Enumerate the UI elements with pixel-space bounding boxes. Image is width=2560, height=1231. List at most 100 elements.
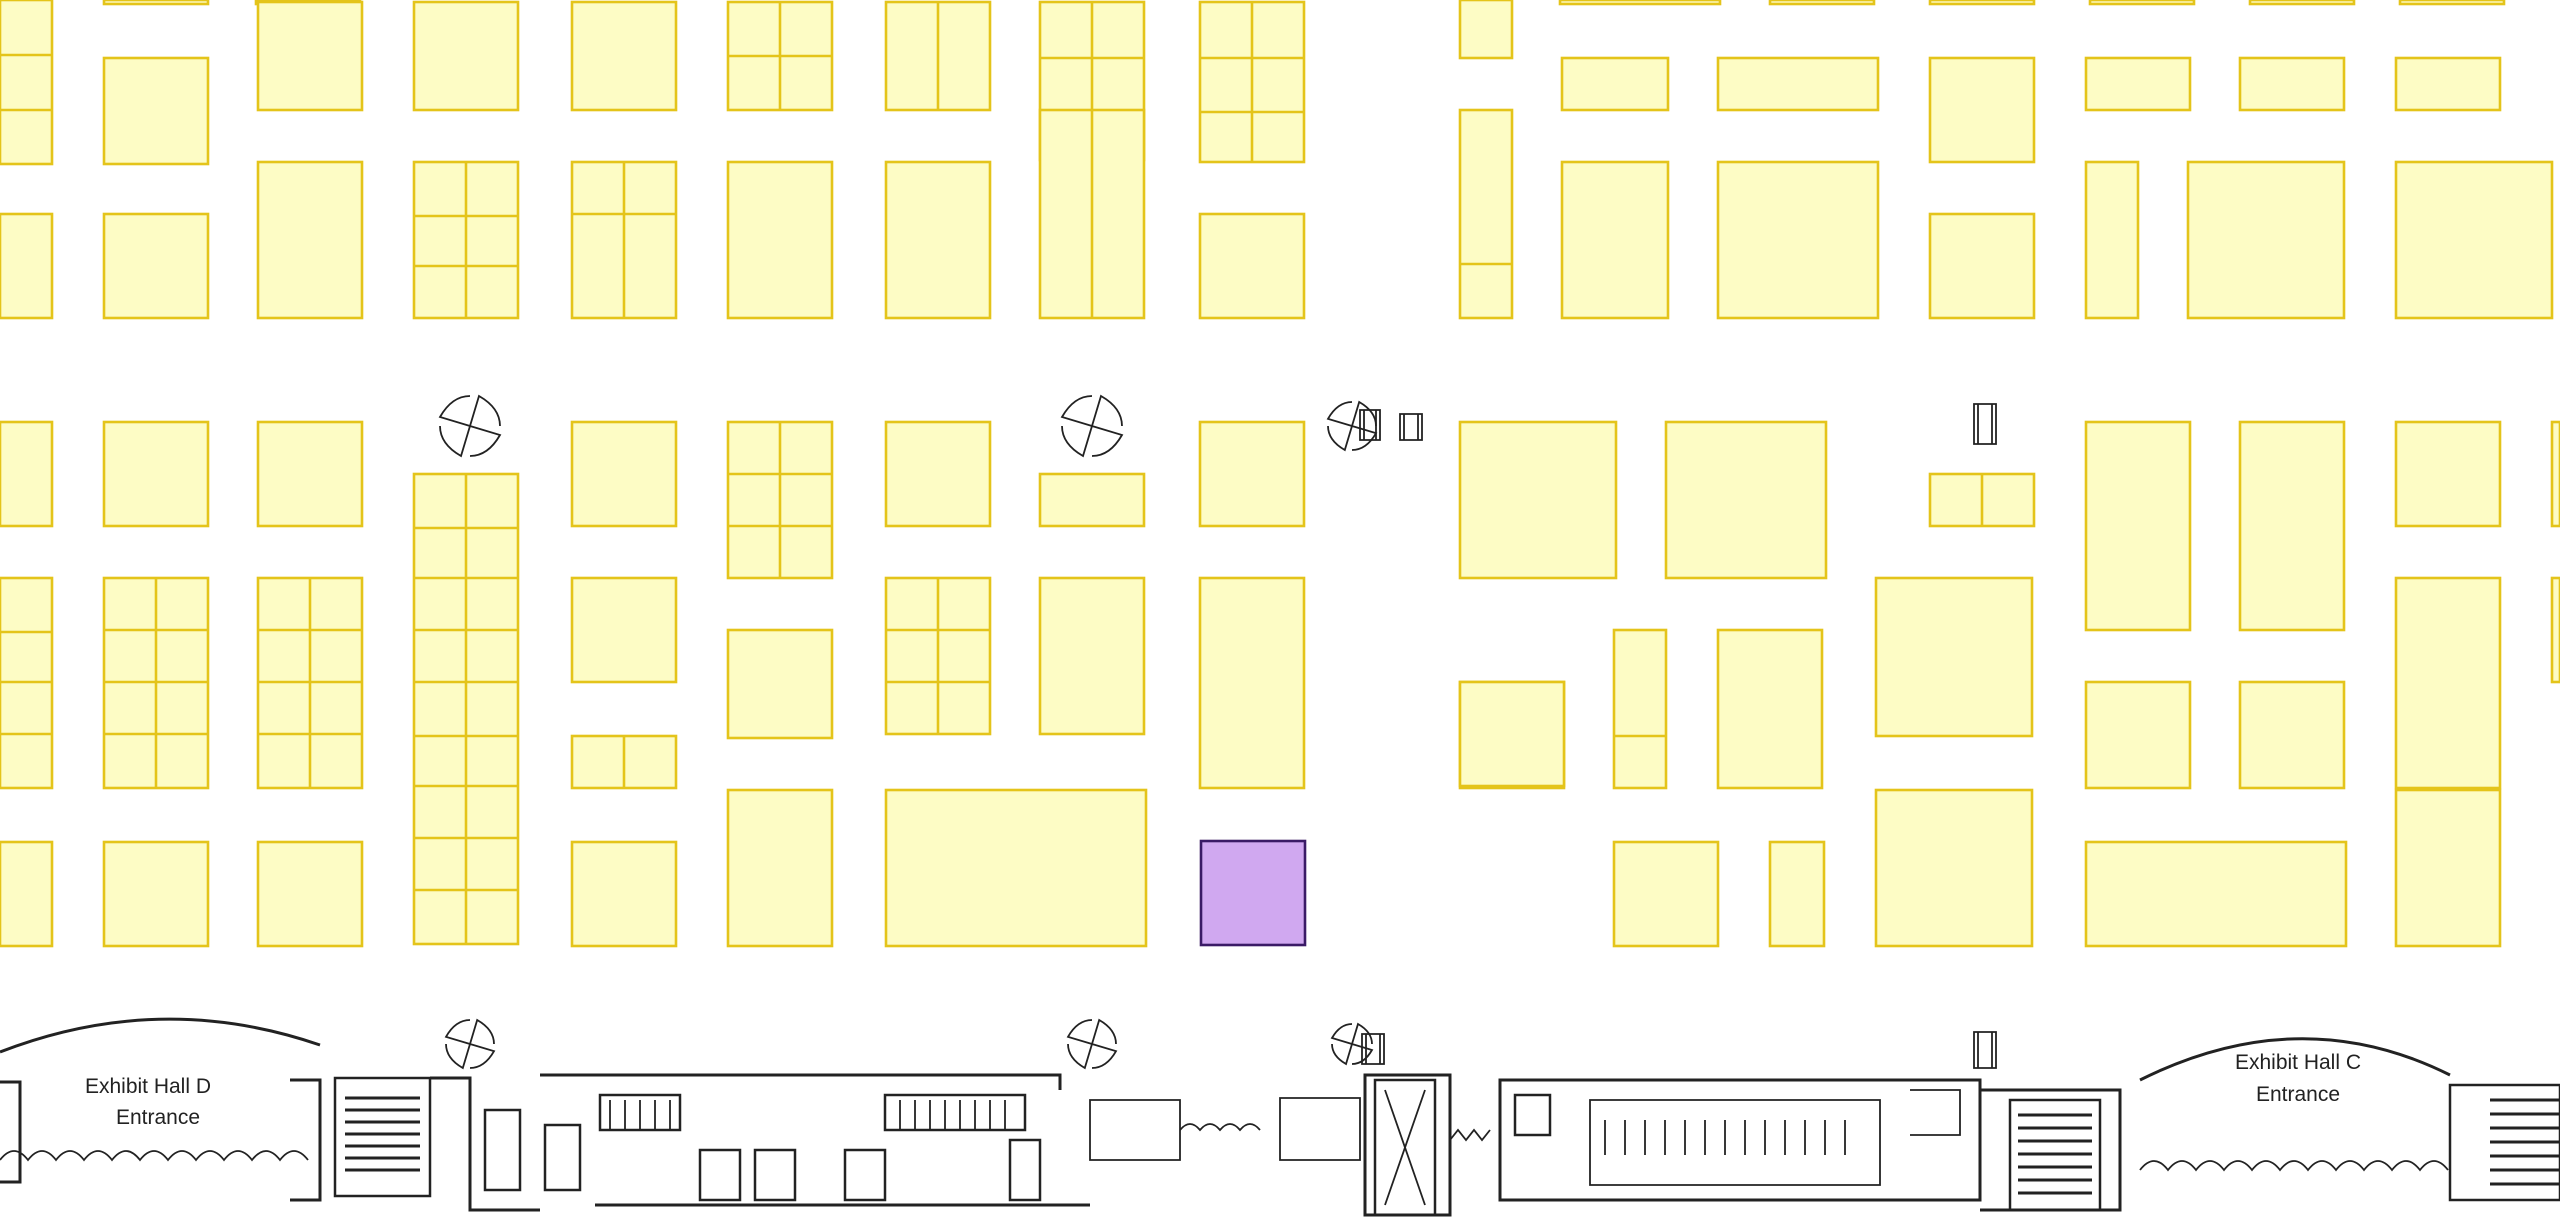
booth[interactable] (0, 212, 54, 320)
booth[interactable] (2550, 420, 2560, 528)
booth[interactable] (1716, 160, 1880, 320)
elevator-icon (1361, 1033, 1385, 1065)
booth[interactable] (2398, 0, 2506, 6)
elevator-icon (1399, 413, 1423, 441)
elevator-icon (483, 1108, 522, 1192)
booth[interactable] (2550, 576, 2560, 684)
restroom-icon (1513, 1093, 1552, 1137)
booth[interactable] (726, 160, 834, 320)
booth[interactable] (1038, 472, 1146, 528)
booth[interactable] (412, 0, 520, 112)
booth[interactable] (570, 0, 678, 112)
booth[interactable] (570, 840, 678, 948)
booth[interactable] (102, 840, 210, 948)
booth[interactable] (1716, 56, 1880, 112)
booth[interactable] (1458, 108, 1514, 320)
booth[interactable] (1928, 212, 2036, 320)
booth[interactable] (1768, 0, 1876, 6)
booth[interactable] (1874, 576, 2034, 738)
stairs-icon (1373, 1078, 1437, 1217)
revolving-door-icon (1060, 394, 1124, 458)
booth[interactable] (2238, 56, 2346, 112)
booth[interactable] (1612, 628, 1668, 790)
booth[interactable] (102, 212, 210, 320)
booth[interactable] (0, 840, 54, 948)
booth-layer (0, 0, 2560, 948)
booth[interactable] (570, 576, 678, 684)
hall-d-entrance-scallop (0, 1150, 309, 1162)
booth[interactable] (2238, 420, 2346, 632)
booth[interactable] (1716, 628, 1824, 790)
booth[interactable] (2084, 840, 2348, 948)
booth[interactable] (884, 788, 1148, 948)
restroom-icon (598, 1093, 682, 1132)
booth[interactable] (256, 840, 364, 948)
booth[interactable] (256, 0, 364, 112)
booth[interactable] (884, 160, 992, 320)
revolving-door-icon (1326, 400, 1378, 452)
booth[interactable] (0, 0, 54, 166)
booth[interactable] (884, 420, 992, 528)
hall-c-entrance-arch (2139, 1037, 2451, 1082)
booth[interactable] (570, 420, 678, 528)
booth[interactable] (1928, 0, 2036, 6)
booth[interactable] (2084, 56, 2192, 112)
booth[interactable] (1038, 576, 1146, 736)
highlighted-booth[interactable] (1199, 839, 1307, 947)
elevator-icon (1973, 1031, 1997, 1069)
booth[interactable] (1198, 212, 1306, 320)
booth[interactable] (102, 56, 210, 166)
booth[interactable] (1560, 160, 1670, 320)
booth[interactable] (2394, 56, 2502, 112)
booth[interactable] (1458, 420, 1618, 580)
hall-d-entrance-label-line2: Entrance (116, 1106, 200, 1129)
stairs-icon (333, 1076, 432, 1198)
booth[interactable] (1198, 576, 1306, 790)
booth[interactable] (2394, 160, 2554, 320)
booth[interactable] (1560, 56, 1670, 112)
hall-c-entrance-label-line2: Entrance (2256, 1083, 2340, 1106)
elevator-icon (1359, 409, 1381, 441)
booth[interactable] (726, 788, 834, 948)
booth[interactable] (2248, 0, 2356, 6)
hall-c-entrance-label-line1: Exhibit Hall C (2235, 1051, 2361, 1074)
booth[interactable] (102, 420, 210, 528)
booth[interactable] (1664, 420, 1828, 580)
booth[interactable] (2084, 420, 2192, 632)
booth[interactable] (2088, 0, 2196, 6)
building-wall-plan: Exhibit Hall D Entrance (0, 1017, 2560, 1217)
booth[interactable] (2084, 680, 2192, 790)
elevator-icon (1973, 403, 1997, 445)
revolving-door-icon (444, 1018, 496, 1070)
restroom-icon (883, 1093, 1027, 1132)
booth[interactable] (1458, 680, 1566, 788)
booth[interactable] (2394, 420, 2502, 528)
hall-d-entrance-arch (0, 1017, 321, 1054)
booth[interactable] (256, 420, 364, 528)
booth[interactable] (1612, 840, 1720, 948)
stairs-icon (2008, 1098, 2102, 1212)
booth[interactable] (1558, 0, 1722, 6)
restroom-icon (1589, 1099, 1881, 1186)
revolving-door-icon (438, 394, 502, 458)
booth[interactable] (2084, 160, 2140, 320)
booth[interactable] (2186, 160, 2346, 320)
booth[interactable] (726, 628, 834, 740)
revolving-door-icon (1066, 1018, 1118, 1070)
door-layer (438, 394, 1997, 1070)
booth[interactable] (1198, 420, 1306, 528)
stairs-icon (2448, 1083, 2560, 1202)
booth[interactable] (2238, 680, 2346, 790)
booth[interactable] (256, 160, 364, 320)
booth[interactable] (1928, 56, 2036, 164)
hall-c-entrance-scallop (2139, 1160, 2449, 1172)
booth[interactable] (1874, 788, 2034, 948)
booth[interactable] (102, 0, 210, 6)
booth[interactable] (2394, 788, 2502, 948)
elevator-icon (543, 1123, 582, 1192)
booth[interactable] (0, 420, 54, 528)
booth[interactable] (2394, 576, 2502, 790)
booth[interactable] (1768, 840, 1826, 948)
booth[interactable] (1458, 0, 1514, 60)
